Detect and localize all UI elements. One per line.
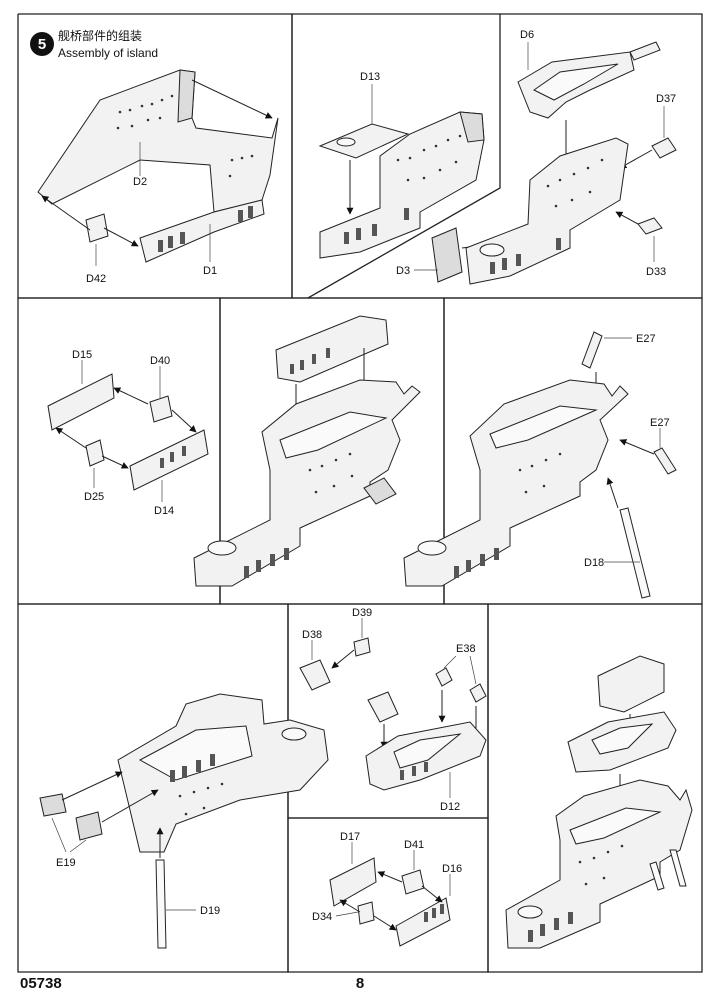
island-vents — [454, 548, 499, 578]
label-e27-b: E27 — [650, 417, 670, 429]
label-d34: D34 — [312, 911, 332, 923]
part-d42 — [85, 213, 109, 243]
label-d3: D3 — [396, 265, 410, 277]
label-d40: D40 — [150, 355, 170, 367]
panel-1-assembly: D2 D42 D1 — [37, 69, 279, 285]
part-d12-vents — [400, 762, 428, 780]
step-number: 5 — [38, 36, 46, 53]
step-header: 5 舰桥部件的组装 Assembly of island — [30, 28, 158, 60]
label-d38: D38 — [302, 629, 322, 641]
label-d37: D37 — [656, 93, 676, 105]
part-d14-vents — [160, 446, 186, 468]
island-portholes — [396, 134, 462, 182]
part-d25 — [85, 439, 105, 467]
upper-deck-vents — [290, 348, 330, 374]
part-e27-ladder-b — [653, 447, 677, 475]
step-title-en: Assembly of island — [58, 46, 158, 60]
panel-8-assembly: D38 D39 E38 D12 — [299, 607, 487, 813]
island-vents — [528, 912, 573, 942]
island-portholes — [546, 158, 604, 208]
step-title-cn: 舰桥部件的组装 — [58, 28, 142, 43]
part-d16 — [395, 897, 451, 947]
island-portholes — [578, 844, 624, 886]
part-e38-a — [435, 667, 453, 687]
part-d41 — [401, 869, 425, 895]
label-e27-a: E27 — [636, 333, 656, 345]
part-island-base — [465, 137, 629, 285]
label-e38: E38 — [456, 643, 476, 655]
page-number: 8 — [356, 975, 364, 992]
label-d19: D19 — [200, 905, 220, 917]
label-d15: D15 — [72, 349, 92, 361]
part-d33 — [637, 217, 663, 235]
island-portholes — [178, 782, 224, 816]
panel-5-assembly — [193, 315, 421, 587]
label-d12: D12 — [440, 801, 460, 813]
panel-frames — [17, 13, 703, 973]
part-e19-b — [75, 811, 103, 841]
label-d42: D42 — [86, 273, 106, 285]
panel-7-assembly: E19 D19 — [39, 693, 329, 949]
part-upper-cabin — [597, 655, 665, 713]
part-island-hull — [193, 379, 421, 587]
panel-9-assembly: D17 D41 D34 D16 — [312, 831, 462, 947]
part-d13 — [318, 123, 410, 159]
kit-number: 05738 — [20, 975, 62, 992]
label-d41: D41 — [404, 839, 424, 851]
part-e38-b — [469, 683, 487, 703]
part-d16-vents — [424, 904, 444, 922]
part-d37 — [651, 137, 677, 159]
part-e27-ladder-a — [581, 331, 603, 369]
label-d25: D25 — [84, 491, 104, 503]
part-d19-mast — [155, 859, 167, 949]
part-d15 — [47, 373, 115, 431]
panel-10-assembly — [505, 655, 693, 949]
label-d1: D1 — [203, 265, 217, 277]
part-d2 — [37, 69, 279, 213]
island-vents — [244, 548, 289, 578]
label-d17: D17 — [340, 831, 360, 843]
part-d1-vents — [158, 206, 253, 252]
part-d40 — [149, 395, 173, 423]
label-d33: D33 — [646, 266, 666, 278]
label-e19: E19 — [56, 857, 76, 869]
panel-6-assembly: E27 E27 D18 — [403, 331, 677, 599]
page-footer: 05738 8 — [20, 975, 364, 992]
part-d2-edge — [177, 69, 196, 123]
label-d13: D13 — [360, 71, 380, 83]
part-d39 — [353, 637, 371, 657]
label-d16: D16 — [442, 863, 462, 875]
label-d18: D18 — [584, 557, 604, 569]
island-vents — [170, 754, 215, 782]
island-portholes — [308, 452, 354, 494]
part-d3 — [431, 227, 463, 283]
part-island-final — [505, 779, 693, 949]
part-e19-a — [39, 793, 67, 817]
part-d18-mast — [619, 507, 651, 599]
island-portholes — [518, 452, 562, 494]
part-d14 — [129, 429, 209, 491]
part-island-hull — [403, 379, 629, 587]
label-d2: D2 — [133, 176, 147, 188]
part-d34 — [357, 901, 375, 925]
panel-2-assembly: D13 — [318, 71, 485, 259]
label-d14: D14 — [154, 505, 174, 517]
panel-3-assembly: D6 D37 D33 D3 — [396, 29, 677, 285]
part-d17 — [329, 857, 377, 907]
label-d6: D6 — [520, 29, 534, 41]
island-vents — [344, 208, 409, 244]
part-island-upper — [117, 693, 329, 853]
step-number-badge — [30, 32, 54, 56]
part-d38 — [299, 659, 331, 691]
label-d39: D39 — [352, 607, 372, 619]
panel-4-assembly: D15 D40 D25 D14 — [47, 349, 209, 517]
part-d38-assembled — [367, 691, 399, 723]
part-d1 — [139, 199, 265, 263]
island-vents — [490, 238, 561, 274]
part-d2-portholes — [116, 94, 254, 178]
